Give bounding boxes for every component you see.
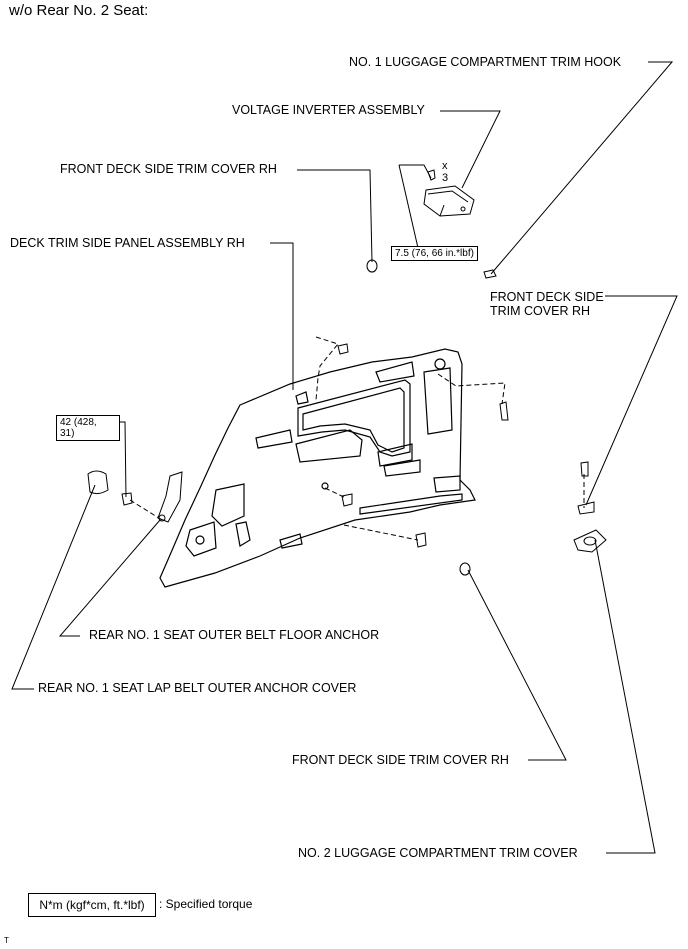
label-deck-panel: DECK TRIM SIDE PANEL ASSEMBLY RH <box>10 236 245 250</box>
leader-inverter <box>440 110 501 189</box>
dash-center-bolt <box>324 487 347 499</box>
label-front-cover-top: FRONT DECK SIDE TRIM COVER RH <box>60 162 277 176</box>
no2-cover-part <box>573 529 607 553</box>
torque-inverter: 7.5 (76, 66 in.*lbf) <box>391 246 478 261</box>
dash-top-clip <box>315 336 339 401</box>
torque-anchor: 42 (428, 31) <box>56 415 120 441</box>
label-front-cover-bottom: FRONT DECK SIDE TRIM COVER RH <box>292 753 509 767</box>
leader-deck-panel <box>270 242 294 390</box>
leader-front-cover-right <box>585 295 678 506</box>
label-lap-cover: REAR NO. 1 SEAT LAP BELT OUTER ANCHOR CO… <box>38 681 357 695</box>
quantity-3: 3 <box>442 172 449 184</box>
legend-torque-box: N*m (kgf*cm, ft.*lbf) <box>28 893 156 917</box>
footer-code: T <box>4 936 9 945</box>
voltage-inverter <box>423 185 475 217</box>
quantity-x: x <box>442 160 448 172</box>
leader-belt-anchor <box>58 519 161 637</box>
dash-right-bolt <box>437 373 506 405</box>
deck-trim-panel <box>159 348 476 588</box>
leader-torque-inverter <box>399 164 432 179</box>
belt-anchor-bracket <box>157 471 183 523</box>
front-cover-top-part <box>366 259 378 273</box>
leader-hook <box>490 61 674 275</box>
dash-belt-bolt <box>129 499 163 521</box>
leader-front-cover-top <box>297 169 373 263</box>
screw-icons <box>121 169 589 548</box>
label-front-cover-right: FRONT DECK SIDE TRIM COVER RH <box>490 290 604 318</box>
leader-no2-cover <box>594 539 656 854</box>
front-cover-right-part <box>577 501 595 515</box>
lap-belt-cover-part <box>87 470 109 495</box>
front-cover-bottom-part <box>459 562 471 576</box>
label-belt-anchor: REAR NO. 1 SEAT OUTER BELT FLOOR ANCHOR <box>89 628 380 642</box>
leader-torque-anchor <box>118 421 127 498</box>
legend-description: : Specified torque <box>159 897 253 911</box>
leader-lap-cover <box>11 484 96 690</box>
trim-hook-part <box>483 269 497 279</box>
label-trim-hook: NO. 1 LUGGAGE COMPARTMENT TRIM HOOK <box>349 55 622 69</box>
condition-heading: w/o Rear No. 2 Seat: <box>9 2 149 19</box>
leader-front-cover-bottom <box>467 569 567 761</box>
label-no2-cover: NO. 2 LUGGAGE COMPARTMENT TRIM COVER <box>298 846 578 860</box>
dash-bottom-bolt <box>343 524 419 541</box>
label-voltage-inverter: VOLTAGE INVERTER ASSEMBLY <box>232 103 425 117</box>
